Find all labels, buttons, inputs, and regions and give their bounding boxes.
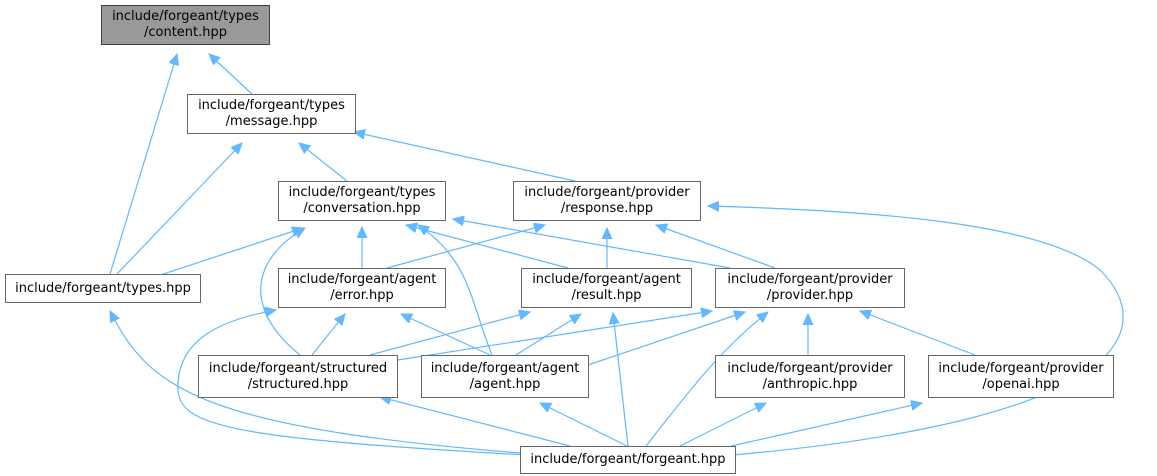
node-label: include/forgeant/agent xyxy=(532,272,681,287)
node-label: /conversation.hpp xyxy=(303,201,421,216)
node-label: /structured.hpp xyxy=(247,376,349,392)
node-label: /error.hpp xyxy=(330,288,394,303)
node-error[interactable]: include/forgeant/agent/error.hpp xyxy=(278,268,446,308)
edge-message-to-content xyxy=(209,54,253,95)
node-message[interactable]: include/forgeant/types/message.hpp xyxy=(187,94,356,134)
edge-forgeant-to-openai xyxy=(726,403,922,448)
edge-forgeant-to-result xyxy=(613,313,629,447)
edge-provider-to-response xyxy=(656,225,776,269)
node-label: include/forgeant/types.hpp xyxy=(15,280,191,296)
node-label: include/forgeant/provider xyxy=(524,185,690,200)
node-forgeant[interactable]: include/forgeant/forgeant.hpp xyxy=(520,446,736,474)
edge-types-to-message xyxy=(116,143,242,275)
node-label: include/forgeant/provider xyxy=(727,272,893,287)
node-label: include/forgeant/agent xyxy=(287,272,437,287)
edge-forgeant-to-structured xyxy=(380,397,571,447)
node-label: /agent.hpp xyxy=(469,376,541,392)
node-label: /content.hpp xyxy=(143,25,228,40)
node-label: include/forgeant/provider xyxy=(727,360,893,376)
node-response[interactable]: include/forgeant/provider/response.hpp xyxy=(513,181,701,221)
node-conversation[interactable]: include/forgeant/types/conversation.hpp xyxy=(278,181,446,221)
edge-structured-to-conversation xyxy=(260,228,305,356)
node-provider[interactable]: include/forgeant/provider/provider.hpp xyxy=(715,268,905,308)
edge-agent-to-result xyxy=(515,314,581,356)
node-result[interactable]: include/forgeant/agent/result.hpp xyxy=(521,268,692,308)
node-label: /provider.hpp xyxy=(766,288,854,303)
node-label: /response.hpp xyxy=(560,201,654,216)
node-content[interactable]: include/forgeant/types/content.hpp xyxy=(101,5,270,45)
node-label: include/forgeant/forgeant.hpp xyxy=(530,452,726,467)
edge-types-to-content xyxy=(109,54,177,275)
edge-forgeant-to-response xyxy=(708,206,1124,456)
edge-response-to-message xyxy=(354,132,576,182)
node-label: /message.hpp xyxy=(225,114,318,129)
edge-error-to-response xyxy=(386,225,545,269)
edge-forgeant-to-error xyxy=(177,310,581,459)
node-agent[interactable]: include/forgeant/agent/agent.hpp xyxy=(421,355,589,398)
node-anthropic[interactable]: include/forgeant/provider/anthropic.hpp xyxy=(715,355,905,398)
node-openai[interactable]: include/forgeant/provider/openai.hpp xyxy=(928,355,1114,398)
edge-forgeant-to-agent xyxy=(540,402,628,447)
edge-conversation-to-message xyxy=(299,143,348,182)
node-structured[interactable]: include/forgeant/structured/structured.h… xyxy=(198,355,398,398)
node-label: include/forgeant/types xyxy=(288,185,436,200)
edge-agent-to-conversation xyxy=(418,225,493,356)
edge-agent-to-provider xyxy=(584,312,745,367)
node-label: include/forgeant/agent xyxy=(430,360,580,376)
edge-openai-to-provider xyxy=(860,311,976,356)
edge-forgeant-to-provider xyxy=(645,312,768,447)
edge-result-to-conversation xyxy=(406,225,569,269)
node-types[interactable]: include/forgeant/types.hpp xyxy=(5,274,201,303)
node-label: include/forgeant/types xyxy=(112,9,259,24)
node-label: include/forgeant/structured xyxy=(208,360,388,376)
edge-forgeant-to-anthropic xyxy=(679,403,766,447)
node-label: /result.hpp xyxy=(571,288,642,303)
edge-structured-to-error xyxy=(311,314,345,356)
edge-forgeant-to-types xyxy=(110,311,561,457)
node-label: /anthropic.hpp xyxy=(762,376,858,392)
node-label: /openai.hpp xyxy=(982,376,1060,392)
node-label: include/forgeant/provider xyxy=(938,360,1104,376)
edge-structured-to-result xyxy=(369,312,530,356)
edge-structured-to-provider xyxy=(397,311,712,361)
node-label: include/forgeant/types xyxy=(198,98,345,113)
edge-provider-to-conversation xyxy=(453,219,731,269)
